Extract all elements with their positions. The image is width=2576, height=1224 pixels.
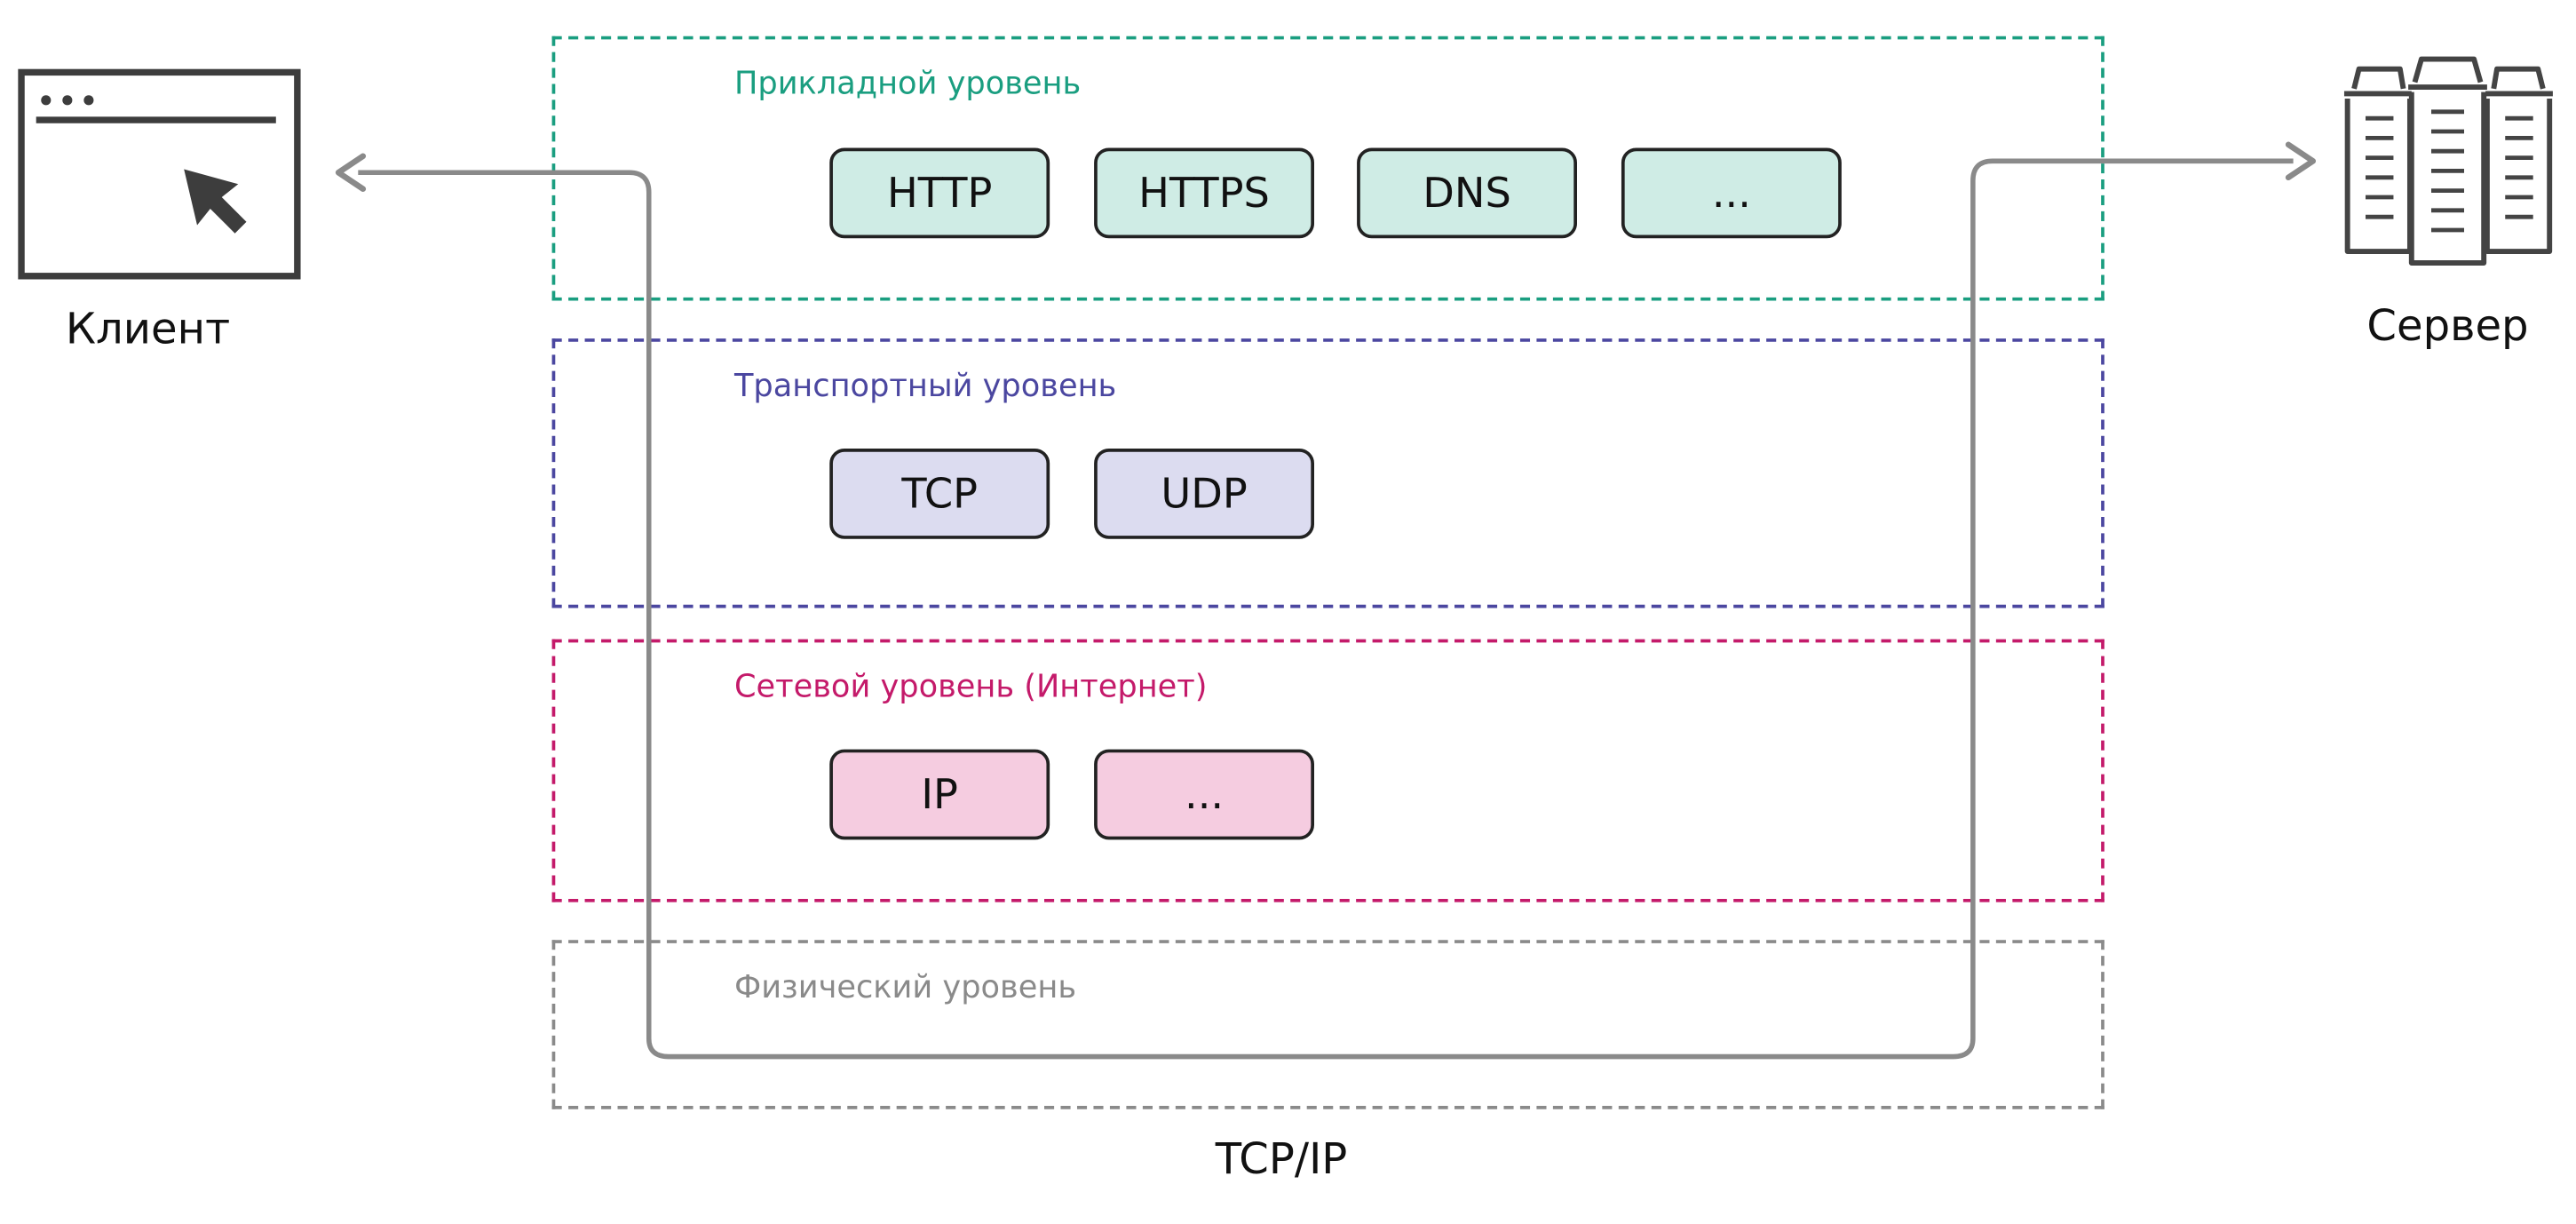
layer-network-title: Сетевой уровень (Интернет) [733,668,1208,705]
protocol-http: HTTP [829,147,1050,239]
layer-network [551,639,2104,902]
arrowhead-right-icon [2285,141,2317,181]
server-label: Сервер [2366,302,2529,352]
layer-application-title: Прикладной уровень [733,66,1082,102]
data-flow-line [358,158,2294,1060]
protocol-ip: IP [829,749,1050,840]
layer-transport-title: Транспортный уровень [733,368,1117,405]
protocol-other-network: ... [1094,749,1314,840]
protocol-tcp: TCP [829,449,1050,539]
layer-physical-title: Физический уровень [733,969,1077,1006]
stack-label: TCP/IP [1215,1135,1348,1185]
server-buildings-icon [2343,56,2553,266]
layer-application [551,36,2104,301]
client-label: Клиент [65,306,231,355]
protocol-other-application: ... [1621,147,1842,239]
protocol-udp: UDP [1094,449,1314,539]
layer-physical [551,940,2104,1109]
browser-window-cursor-icon [18,68,301,280]
layer-transport [551,338,2104,608]
protocol-dns: DNS [1357,147,1577,239]
arrowhead-left-icon [335,153,367,192]
protocol-https: HTTPS [1094,147,1314,239]
